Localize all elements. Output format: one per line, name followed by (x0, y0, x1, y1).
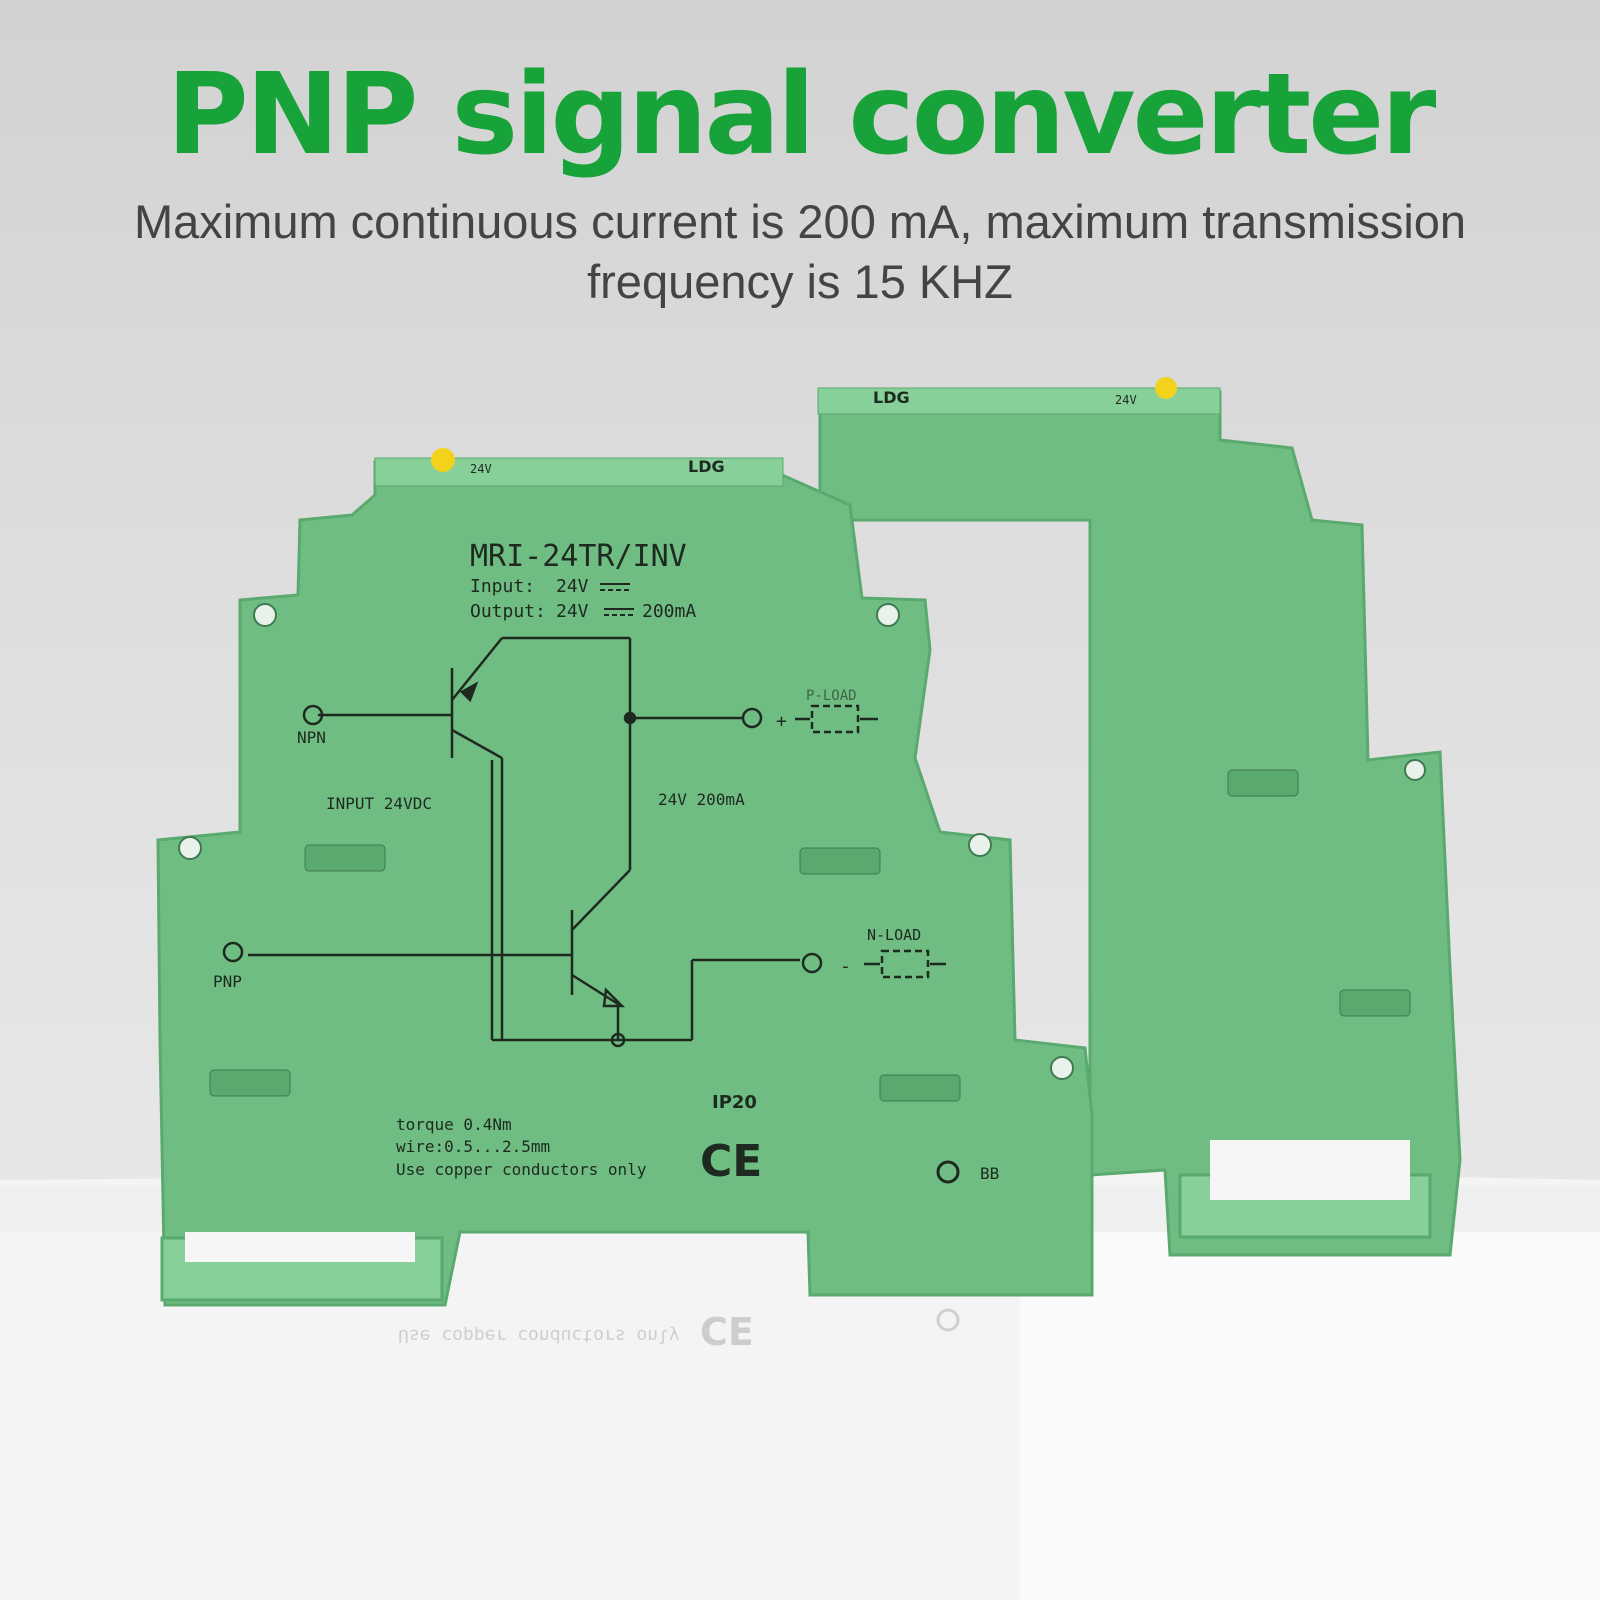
back-module: LDG 24V (817, 377, 1462, 1257)
back-din-cutout (1210, 1140, 1410, 1200)
plus-sign: + (776, 711, 787, 732)
output-current: 200mA (642, 601, 696, 622)
dc-symbol-icon (600, 583, 634, 616)
subheadline-line-1: Maximum continuous current is 200 mA, ma… (133, 195, 1467, 248)
svg-text:Use copper conductors only: Use copper conductors only (398, 1325, 680, 1346)
front-terminal-slot (304, 844, 386, 872)
subheadline-line-2: frequency is 15 KHZ (587, 255, 1013, 308)
output-label: Output: (470, 601, 546, 622)
front-din-cutout (185, 1232, 415, 1262)
reflection: Use copper conductors only CE (398, 1308, 960, 1354)
front-terminal-slot (799, 847, 881, 875)
front-module: LDG 24V MRI-24TR/INV Input: 24V Output: … (156, 448, 1094, 1307)
torque-spec: torque 0.4Nm (396, 1115, 512, 1134)
circuit-diagram (222, 636, 946, 1048)
back-terminal-slot (1227, 769, 1299, 797)
front-screw-hole (178, 836, 202, 860)
bb-circle-icon (936, 1160, 960, 1184)
front-module-voltage: 24V (470, 462, 492, 476)
front-module-led (431, 448, 455, 472)
front-module-brand: LDG (688, 457, 725, 476)
ce-mark: CE (700, 1136, 762, 1187)
output-note: 24V 200mA (658, 790, 745, 809)
back-screw-hole (1404, 759, 1426, 781)
back-module-voltage: 24V (1115, 393, 1137, 407)
subheadline: Maximum continuous current is 200 mA, ma… (0, 192, 1600, 312)
input-label: Input: (470, 576, 535, 597)
input-value: 24V (556, 576, 589, 597)
copper-note: Use copper conductors only (396, 1160, 647, 1179)
model-number: MRI-24TR/INV (470, 539, 687, 574)
front-screw-hole (253, 603, 277, 627)
front-screw-hole (1050, 1056, 1074, 1080)
front-terminal-slot (879, 1074, 961, 1102)
wire-spec: wire:0.5...2.5mm (396, 1137, 550, 1156)
npn-label: NPN (297, 728, 326, 747)
back-module-brand: LDG (873, 388, 910, 407)
back-module-top (817, 387, 1221, 415)
headline-title: PNP signal converter (166, 50, 1437, 180)
output-value: 24V (556, 601, 589, 622)
back-terminal-slot (1339, 989, 1411, 1017)
input-note: INPUT 24VDC (326, 794, 432, 813)
back-module-housing (818, 390, 1462, 1257)
front-module-housing (156, 460, 1094, 1307)
bb-mark: BB (980, 1164, 999, 1183)
front-screw-hole (968, 833, 992, 857)
front-terminal-slot (209, 1069, 291, 1097)
pnp-label: PNP (213, 972, 242, 991)
n-load-label: N-LOAD (867, 926, 921, 944)
svg-text:CE: CE (700, 1310, 754, 1354)
minus-sign: - (840, 956, 851, 977)
front-screw-hole (876, 603, 900, 627)
back-module-led (1155, 377, 1177, 399)
p-load-label: P-LOAD (806, 688, 857, 704)
ip-rating: IP20 (712, 1092, 757, 1113)
